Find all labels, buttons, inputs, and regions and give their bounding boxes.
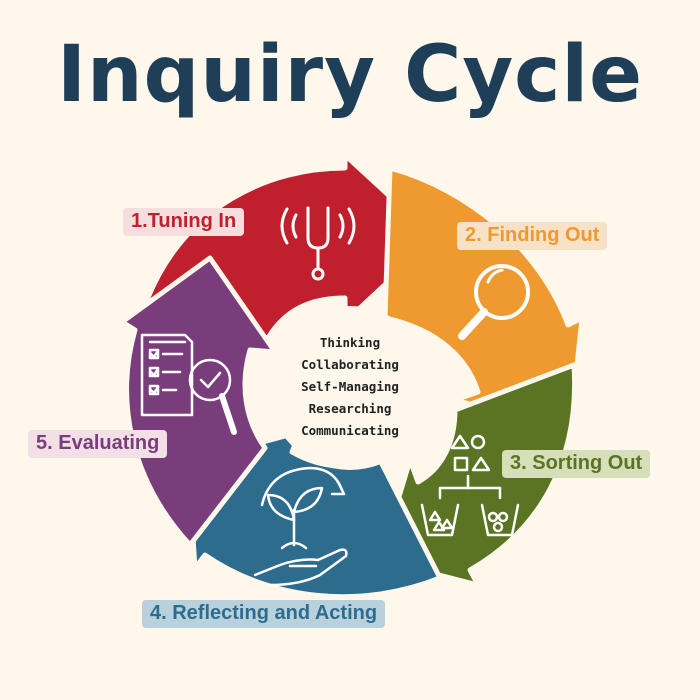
stage-label-finding-out: 2. Finding Out (457, 222, 608, 250)
segment-sorting-out (377, 362, 578, 588)
stage-label-tuning-in: 1.Tuning In (123, 208, 245, 236)
skill-item: Communicating (301, 423, 399, 438)
magnifying-glass-icon (458, 264, 530, 340)
checklist-magnifier-icon (140, 333, 237, 435)
page-title: Inquiry Cycle (56, 30, 644, 120)
sorting-shapes-icon (420, 434, 520, 537)
stage-label-reflecting-and-acting: 4. Reflecting and Acting (142, 600, 386, 628)
skill-item: Researching (308, 401, 392, 416)
center-circle (268, 306, 432, 470)
plant-in-hand-icon (253, 466, 348, 587)
skill-item: Self-Managing (301, 379, 399, 394)
center-skills-list: Thinking Collaborating Self-Managing Res… (275, 332, 425, 442)
segment-finding-out (382, 165, 585, 435)
stage-label-evaluating: 5. Evaluating (28, 430, 168, 458)
stage-label-sorting-out: 3. Sorting Out (502, 450, 651, 478)
skill-item: Collaborating (301, 357, 399, 372)
skill-item: Thinking (319, 335, 381, 350)
segment-evaluating (119, 255, 278, 548)
tuning-fork-icon (280, 206, 356, 281)
